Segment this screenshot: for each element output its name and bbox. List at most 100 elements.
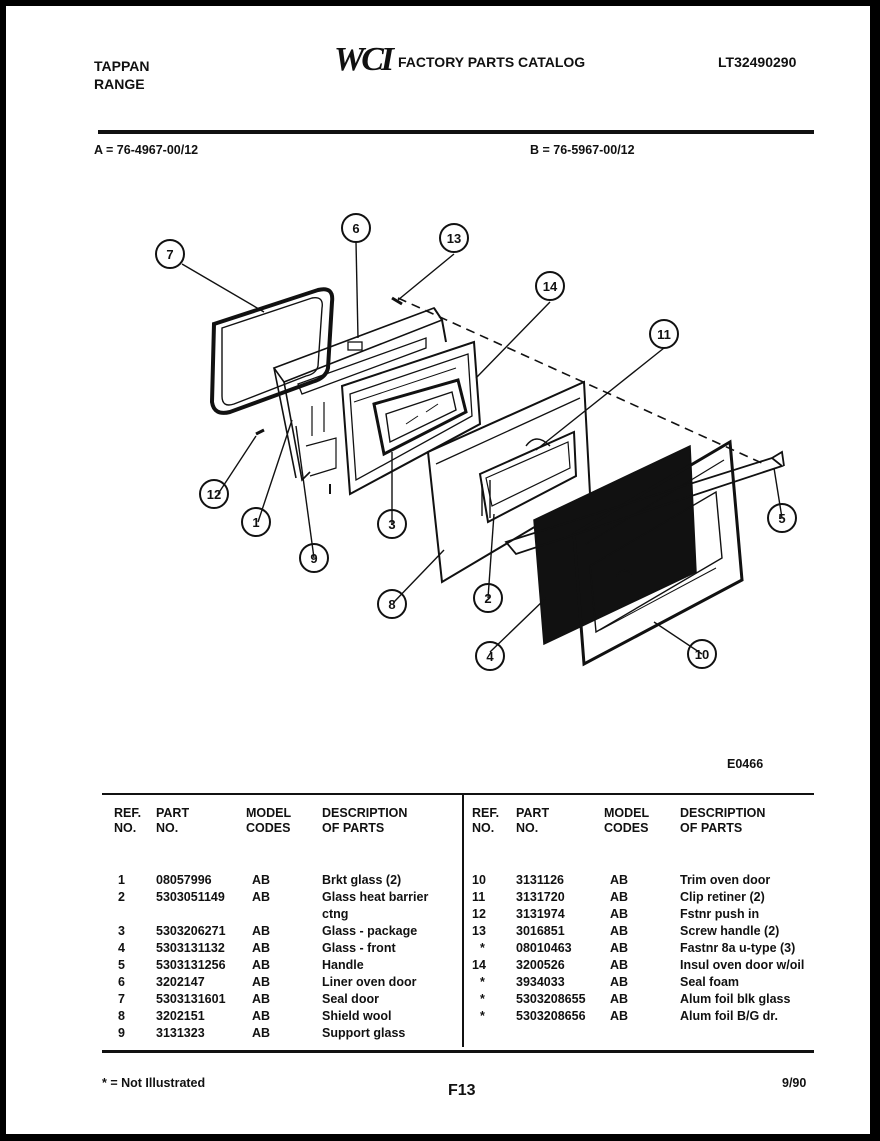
drawing-code: E0466 xyxy=(727,757,764,771)
codes-cell: AB xyxy=(252,873,271,887)
part-cell: 3131323 xyxy=(156,1026,205,1040)
model-a: A = 76-4967-00/12 xyxy=(94,143,199,157)
codes-cell: AB xyxy=(252,975,271,989)
callout-13: 13 xyxy=(447,231,461,246)
ref-cell: 9 xyxy=(118,1026,125,1040)
codes-cell: AB xyxy=(252,1026,271,1040)
codes-cell: AB xyxy=(610,975,629,989)
ref-cell xyxy=(118,906,156,923)
desc-cell: Alum foil B/G dr. xyxy=(680,1009,778,1023)
codes-cell: AB xyxy=(610,890,629,904)
callout-1: 1 xyxy=(252,515,259,530)
part-cell: 5303208656 xyxy=(516,1009,586,1023)
part-cell: 5303131132 xyxy=(156,941,225,955)
ref-cell: * xyxy=(480,1009,485,1023)
table-bottom-rule xyxy=(102,1050,814,1053)
table-top-rule xyxy=(102,793,814,795)
brand-line-2: RANGE xyxy=(94,76,145,92)
desc-cell: Fastnr 8a u-type (3) xyxy=(680,941,796,955)
page-number: F13 xyxy=(448,1082,476,1099)
hdr-ref-left: REF.NO. xyxy=(114,806,142,835)
ref-cell: 2 xyxy=(118,890,125,904)
catalog-number: LT32490290 xyxy=(718,54,797,70)
table-row: 7 5303131601 AB Seal door xyxy=(118,991,458,1008)
callout-7: 7 xyxy=(166,247,173,262)
desc-cell: Support glass xyxy=(322,1026,406,1040)
hdr-ref-right: REF.NO. xyxy=(472,806,500,835)
desc-cell: Glass heat barrier xyxy=(322,890,429,904)
part-cell: 5303131601 xyxy=(156,992,226,1006)
codes-cell: AB xyxy=(252,924,271,938)
ref-cell: 4 xyxy=(118,941,125,955)
ref-cell: 5 xyxy=(118,958,125,972)
ref-cell: 7 xyxy=(118,992,125,1006)
part-cell: 3934033 xyxy=(516,975,565,989)
table-row: 4 5303131132 AB Glass - front xyxy=(118,940,458,957)
callout-5: 5 xyxy=(778,511,785,526)
table-row: * 5303208656 AB Alum foil B/G dr. xyxy=(472,1008,810,1025)
desc-cell: Glass - front xyxy=(322,941,396,955)
ref-cell: 1 xyxy=(118,873,125,887)
insulation-panel xyxy=(340,340,482,496)
part-cell: 5303051149 xyxy=(156,890,225,904)
codes-cell: AB xyxy=(610,941,629,955)
trim-oven-door xyxy=(572,439,744,667)
table-row: 9 3131323 AB Support glass xyxy=(118,1025,458,1042)
callout-4: 4 xyxy=(486,649,494,664)
ref-cell: 13 xyxy=(472,924,486,938)
ref-cell: 3 xyxy=(118,924,125,938)
callout-14: 14 xyxy=(543,279,558,294)
ref-cell: 6 xyxy=(118,975,125,989)
desc-cell: Insul oven door w/oil xyxy=(680,958,805,972)
desc-cell: Alum foil blk glass xyxy=(680,992,791,1006)
codes-cell: AB xyxy=(252,941,271,955)
part-cell: 5303131256 xyxy=(156,958,226,972)
ref-cell: 8 xyxy=(118,1009,125,1023)
ref-cell: 10 xyxy=(472,873,486,887)
part-cell: 5303206271 xyxy=(156,924,226,938)
codes-cell: AB xyxy=(252,992,271,1006)
codes-cell: AB xyxy=(610,1009,629,1023)
callout-9: 9 xyxy=(310,551,317,566)
catalog-page: { "header": { "brand_line1": "TAPPAN", "… xyxy=(6,6,870,1134)
liner-oven-door xyxy=(272,307,447,482)
part-cell xyxy=(156,906,252,923)
codes-cell: AB xyxy=(252,958,271,972)
codes-cell: AB xyxy=(610,907,629,921)
codes-cell: AB xyxy=(252,1009,271,1023)
ref-cell: * xyxy=(480,992,485,1006)
codes-cell: AB xyxy=(610,924,629,938)
revision-date: 9/90 xyxy=(782,1076,807,1090)
part-cell: 3202147 xyxy=(156,975,205,989)
part-cell: 3202151 xyxy=(156,1009,205,1023)
part-cell: 3016851 xyxy=(516,924,565,938)
not-illustrated-note: * = Not Illustrated xyxy=(102,1076,206,1090)
desc-cell: Seal door xyxy=(322,992,379,1006)
table-row: ctng xyxy=(118,906,458,923)
codes-cell: AB xyxy=(610,958,629,972)
desc-cell: Seal foam xyxy=(680,975,740,989)
glass-package xyxy=(372,378,468,457)
desc-cell: Glass - package xyxy=(322,924,418,938)
desc-cell: Handle xyxy=(322,958,364,972)
part-cell: 08010463 xyxy=(516,941,572,955)
callout-12: 12 xyxy=(207,487,221,502)
desc-cell: ctng xyxy=(322,907,349,921)
table-divider xyxy=(462,795,464,1047)
callout-3: 3 xyxy=(388,517,395,532)
desc-cell: Brkt glass (2) xyxy=(322,873,402,887)
